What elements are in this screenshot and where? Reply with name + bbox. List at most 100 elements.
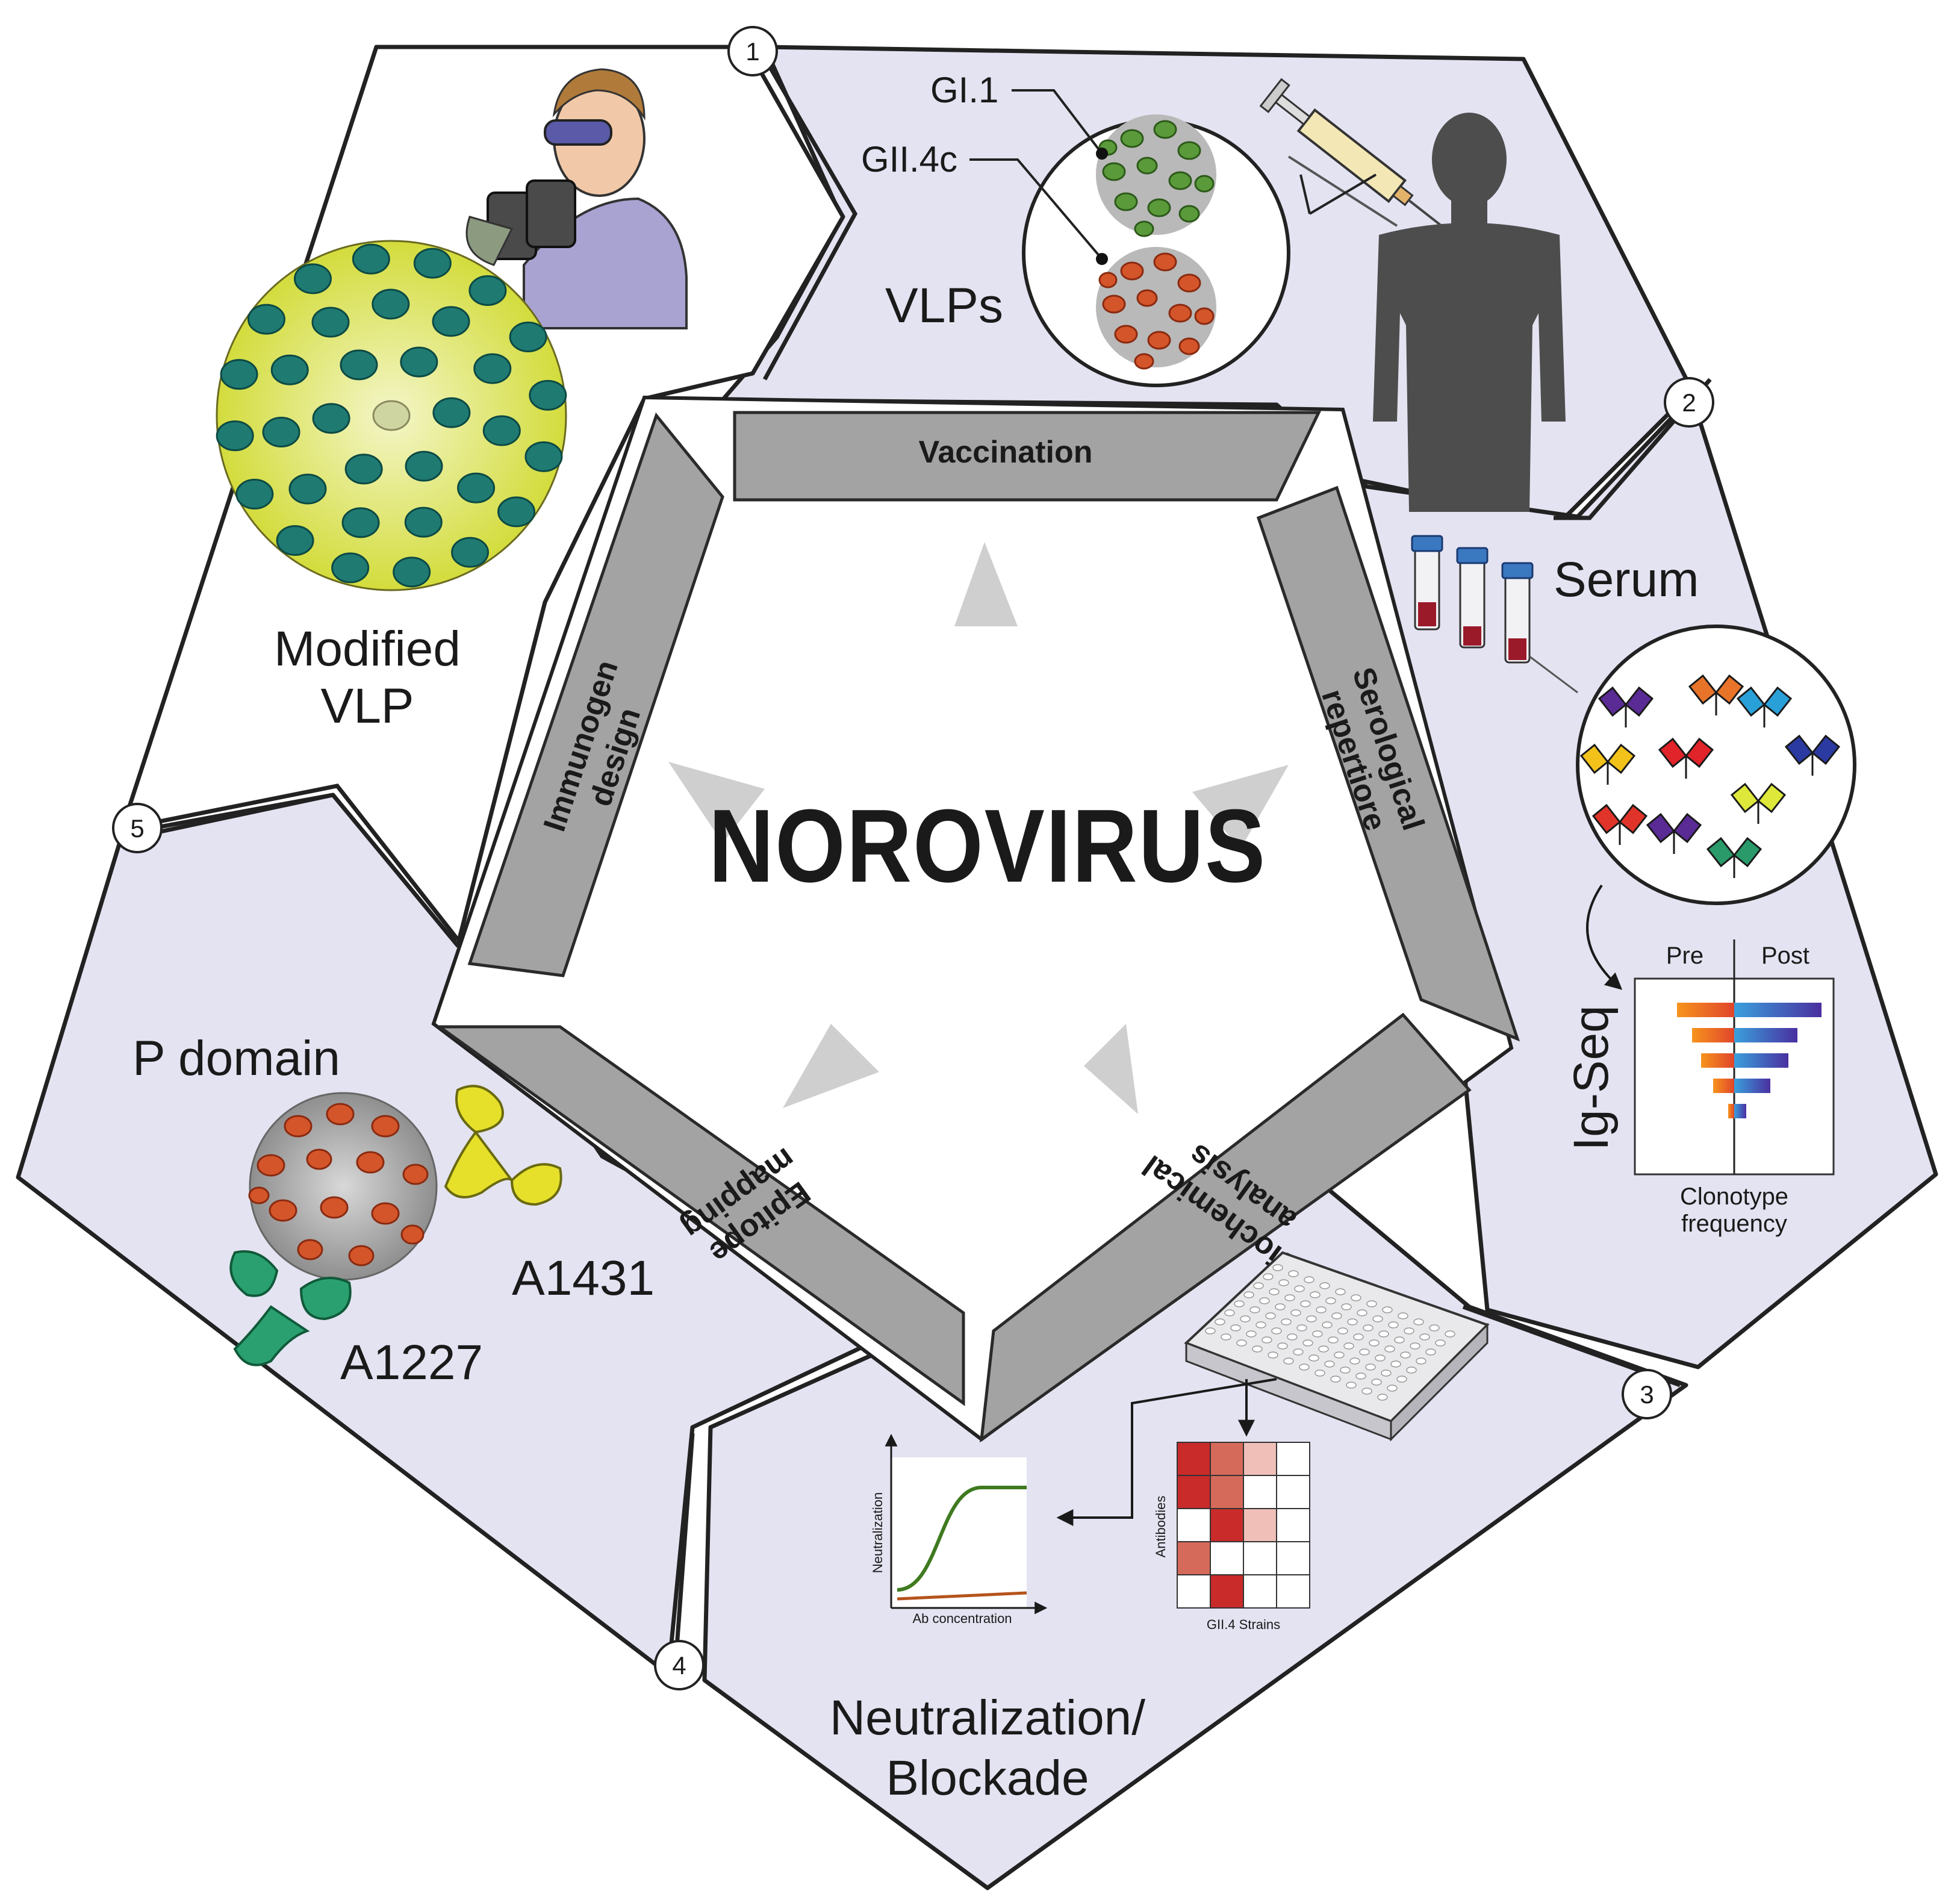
heatmap-cell [1243, 1475, 1277, 1509]
heatmap-cell [1276, 1508, 1310, 1542]
antibody-repertoire-circle [1576, 625, 1856, 905]
step-number-2: 2 [1664, 377, 1714, 428]
well-plate-icon [1184, 1251, 1490, 1442]
plate-well [1328, 1336, 1339, 1344]
label-p-domain: P domain [132, 1031, 340, 1086]
igseq-label-post: Post [1761, 942, 1809, 969]
igseq-post-bar [1734, 1028, 1797, 1042]
vlp-bump [473, 353, 512, 384]
plate-well [1325, 1297, 1336, 1304]
plate-well [1382, 1306, 1393, 1313]
plate-well [1406, 1366, 1417, 1374]
step-number-4: 4 [654, 1640, 705, 1690]
plate-well [1300, 1300, 1311, 1307]
plate-well [1312, 1330, 1323, 1338]
plate-well [1404, 1327, 1414, 1335]
plate-well [1369, 1339, 1380, 1347]
igseq-pre-bar [1701, 1053, 1734, 1068]
vlp-bump [270, 354, 309, 385]
plate-well [1378, 1330, 1389, 1338]
igseq-title: Ig-Seq [1564, 1005, 1619, 1151]
plate-well [1290, 1309, 1301, 1316]
heatmap-cell [1177, 1574, 1211, 1609]
plate-well [1252, 1345, 1263, 1353]
vlp-bump [482, 415, 521, 446]
plate-well [1387, 1385, 1398, 1392]
neutralization-title-2: Blockade [886, 1751, 1089, 1805]
vlp-bump [404, 506, 443, 538]
plate-well [1255, 1321, 1266, 1329]
heatmap-xlabel: GII.4 Strains [1207, 1617, 1280, 1632]
plate-well [1355, 1372, 1366, 1380]
vlp-bump [331, 552, 370, 584]
vlp-bump [509, 321, 547, 352]
plate-well [1246, 1330, 1257, 1338]
vlp-bump [341, 507, 380, 538]
arrow-triangle-top [954, 542, 1018, 626]
plate-well [1357, 1309, 1367, 1316]
svg-text:1: 1 [745, 37, 759, 66]
heatmap-cell [1210, 1475, 1244, 1509]
serum-tubes-icon [1411, 535, 1578, 694]
vlp-bump [468, 275, 507, 306]
plate-well [1331, 1312, 1342, 1319]
plate-well [1269, 1288, 1280, 1295]
vlp-bump [293, 263, 332, 294]
plate-well [1341, 1303, 1352, 1310]
heatmap-cell [1276, 1442, 1310, 1476]
plate-well [1284, 1294, 1295, 1301]
plate-well [1234, 1300, 1245, 1307]
svg-text:4: 4 [672, 1651, 686, 1680]
neutralization-curve [897, 1486, 1027, 1592]
heatmap-cell [1210, 1442, 1244, 1476]
arrow-triangle-bottom-left [783, 1024, 879, 1108]
plate-well [1361, 1388, 1372, 1395]
plate-well [1310, 1291, 1321, 1298]
plate-well [1318, 1345, 1329, 1353]
vlp-bump [344, 453, 383, 485]
plate-well [1346, 1382, 1357, 1389]
step-number-3: 3 [1622, 1369, 1672, 1419]
plate-well [1294, 1285, 1305, 1292]
antibody-a1227-icon [229, 1250, 352, 1366]
banner-epitope [435, 1025, 965, 1406]
central-pentagon: NOROVIRUS Vaccination Serological repert… [431, 395, 1520, 1443]
heatmap-cell [1243, 1442, 1277, 1476]
banner-serological [1256, 485, 1520, 1042]
antibody-a1431-icon [444, 1085, 562, 1206]
label-vlp: VLP [321, 679, 414, 734]
plate-well [1308, 1354, 1319, 1362]
plate-well [1330, 1375, 1341, 1383]
vlp-inset-circle [969, 89, 1290, 387]
vlp-bump [413, 248, 452, 279]
heatmap-cell [1243, 1508, 1277, 1542]
plate-well [1396, 1375, 1407, 1383]
plate-well [1253, 1282, 1264, 1289]
vlp-bump [372, 288, 410, 320]
label-serum: Serum [1554, 552, 1699, 607]
plate-well [1302, 1339, 1313, 1347]
gi1-vlp-icon [1096, 114, 1216, 237]
vlp-bump [529, 379, 567, 411]
heatmap-cell [1177, 1475, 1211, 1509]
plate-well [1334, 1351, 1345, 1359]
plate-well [1277, 1342, 1288, 1350]
vlp-bump [432, 306, 470, 337]
plate-well [1343, 1342, 1354, 1350]
plate-well [1388, 1321, 1399, 1329]
plate-well [1283, 1357, 1294, 1365]
igseq-post-bar [1734, 1104, 1746, 1118]
vlp-bump [400, 346, 438, 378]
heatmap-cell [1210, 1574, 1244, 1609]
vlp-bump [235, 479, 274, 510]
plate-well [1268, 1351, 1278, 1359]
plate-well [1445, 1330, 1455, 1338]
plate-well [1304, 1276, 1314, 1283]
plate-well [1215, 1318, 1225, 1325]
heatmap-cell [1276, 1541, 1310, 1575]
plate-well [1375, 1354, 1386, 1362]
igseq-chart [1634, 939, 1835, 1176]
plate-well [1363, 1324, 1374, 1332]
vlp-bump [451, 537, 490, 568]
plate-well [1419, 1333, 1430, 1341]
